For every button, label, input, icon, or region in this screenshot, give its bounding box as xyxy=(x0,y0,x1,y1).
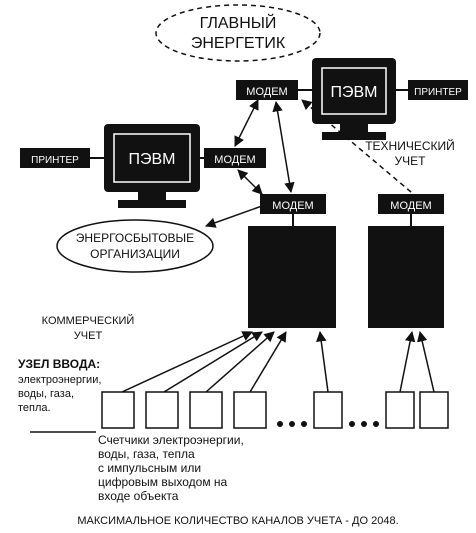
chief-engineer-line2: ЭНЕРГЕТИК xyxy=(191,35,286,52)
top-modem-label: МОДЕМ xyxy=(246,86,287,98)
meters-caption-line1: Счетчики электроэнергии, xyxy=(98,433,244,447)
meters-ellipsis xyxy=(277,421,379,427)
meters-caption-line2: воды, газа, тепла xyxy=(98,447,195,461)
input-node-line2: электроэнергии, xyxy=(18,374,101,386)
left-printer-label: ПРИНТЕР xyxy=(31,155,79,166)
right-concentrator xyxy=(368,226,444,328)
meter-arrows xyxy=(121,330,435,393)
left-printer xyxy=(20,148,90,168)
energy-org-node: ЭНЕРГОСБЫТОВЫЕ ОРГАНИЗАЦИИ xyxy=(56,219,214,273)
energy-org-line2: ОРГАНИЗАЦИИ xyxy=(90,247,180,261)
meter-box xyxy=(385,391,415,429)
input-node-line3: воды, газа, xyxy=(18,388,74,400)
technical-label-line1: ТЕХНИЧЕСКИЙ xyxy=(365,138,455,153)
technical-label-line2: УЧЕТ xyxy=(395,154,427,168)
left-pc-label: ПЭВМ xyxy=(129,151,176,168)
left-modem-label: МОДЕМ xyxy=(214,154,255,166)
meter-box xyxy=(313,391,343,429)
meter-box xyxy=(189,391,223,429)
commercial-label-line1: КОММЕРЧЕСКИЙ xyxy=(42,314,135,327)
meters-caption-line3: с импульсным или xyxy=(98,461,201,475)
commercial-label-line2: УЧЕТ xyxy=(74,330,103,342)
center-concentrator xyxy=(248,226,336,328)
chief-engineer-node: ГЛАВНЫЙ ЭНЕРГЕТИК xyxy=(155,4,321,62)
center-modem-label: МОДЕМ xyxy=(272,200,313,212)
top-modem xyxy=(236,80,298,100)
meter-box xyxy=(233,391,267,429)
connections xyxy=(205,99,412,228)
meter-box xyxy=(419,391,449,429)
top-printer-label: ПРИНТЕР xyxy=(414,87,462,98)
right-modem xyxy=(378,194,444,214)
meter-boxes xyxy=(101,391,449,429)
meter-box xyxy=(145,391,179,429)
input-node-line1: УЗЕЛ ВВОДА: xyxy=(18,357,100,371)
top-pc-label: ПЭВМ xyxy=(331,84,378,101)
top-printer xyxy=(408,80,468,100)
right-modem-label: МОДЕМ xyxy=(390,200,431,212)
meters-caption-line4: цифровым выходом на xyxy=(98,475,228,489)
input-node-line4: тепла. xyxy=(18,402,51,414)
top-workstation: МОДЕМ ПЭВМ ПРИНТЕР xyxy=(236,58,468,140)
meters-caption-line5: входе объекта xyxy=(98,489,179,503)
left-modem xyxy=(204,148,266,168)
left-workstation: ПРИНТЕР ПЭВМ МОДЕМ xyxy=(20,124,266,208)
chief-engineer-line1: ГЛАВНЫЙ xyxy=(200,13,277,32)
energy-org-line1: ЭНЕРГОСБЫТОВЫЕ xyxy=(76,231,194,245)
footer-caption: МАКСИМАЛЬНОЕ КОЛИЧЕСТВО КАНАЛОВ УЧЕТА - … xyxy=(77,515,398,527)
meter-box xyxy=(101,391,135,429)
center-modem xyxy=(260,194,326,214)
